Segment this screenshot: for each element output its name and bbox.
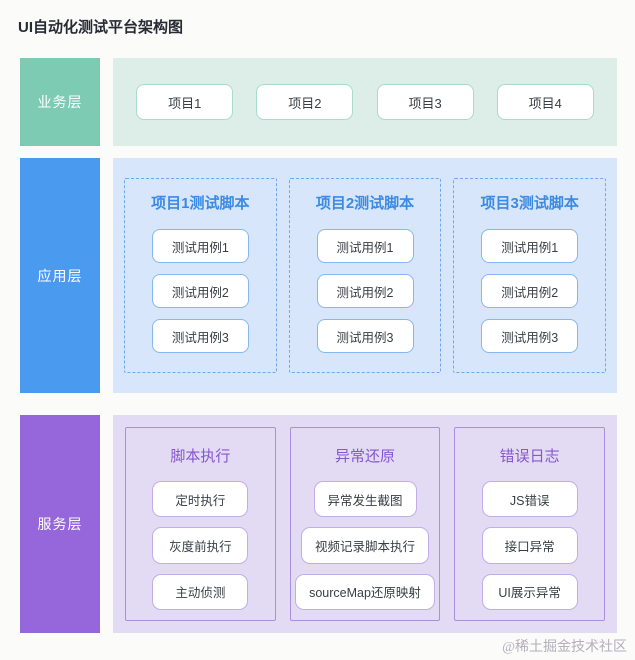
service-item-box: UI展示异常 <box>481 573 578 610</box>
project-box: 项目1 <box>136 84 234 120</box>
service-group: 错误日志 JS错误 接口异常 UI展示异常 <box>454 427 606 621</box>
layer-label-service: 服务层 <box>20 415 100 633</box>
layer-label-business: 业务层 <box>20 58 100 146</box>
business-band: 项目1 项目2 项目3 项目4 <box>113 58 617 146</box>
service-item-box: 视频记录脚本执行 <box>301 527 430 564</box>
service-band: 脚本执行 定时执行 灰度前执行 主动侦测 异常还原 异常发生截图 视频记录脚本执… <box>113 415 617 633</box>
test-case-box: 测试用例2 <box>316 274 414 308</box>
project-box: 项目3 <box>376 84 474 120</box>
service-group-title: 错误日志 <box>499 448 560 465</box>
watermark: @稀土掘金技术社区 <box>502 640 627 655</box>
test-case-box: 测试用例3 <box>151 319 249 353</box>
service-group: 脚本执行 定时执行 灰度前执行 主动侦测 <box>125 427 276 621</box>
test-script-group: 项目3测试脚本 测试用例1 测试用例2 测试用例3 <box>453 178 607 373</box>
test-case-box: 测试用例3 <box>316 319 414 353</box>
service-item-box: 定时执行 <box>152 481 249 518</box>
service-item-box: 灰度前执行 <box>152 527 249 564</box>
test-case-box: 测试用例1 <box>151 229 249 263</box>
test-case-box: 测试用例1 <box>481 229 579 263</box>
test-script-group-title: 项目3测试脚本 <box>480 195 579 212</box>
service-item-box: JS错误 <box>481 481 578 518</box>
layer-label-application: 应用层 <box>20 158 100 393</box>
test-script-group: 项目2测试脚本 测试用例1 测试用例2 测试用例3 <box>288 178 442 373</box>
page-title: UI自动化测试平台架构图 <box>18 19 184 36</box>
test-case-box: 测试用例3 <box>481 319 579 353</box>
test-script-group-title: 项目2测试脚本 <box>315 195 415 212</box>
service-group-title: 脚本执行 <box>170 448 231 465</box>
application-band: 项目1测试脚本 测试用例1 测试用例2 测试用例3 项目2测试脚本 测试用例1 … <box>113 158 617 393</box>
service-item-box: sourceMap还原映射 <box>295 573 435 610</box>
test-script-group-title: 项目1测试脚本 <box>151 195 250 212</box>
project-box: 项目2 <box>256 84 354 120</box>
service-item-box: 接口异常 <box>481 527 578 564</box>
service-group-title: 异常还原 <box>335 448 396 465</box>
test-script-group: 项目1测试脚本 测试用例1 测试用例2 测试用例3 <box>124 178 277 373</box>
test-case-box: 测试用例2 <box>481 274 579 308</box>
service-group: 异常还原 异常发生截图 视频记录脚本执行 sourceMap还原映射 <box>289 427 441 621</box>
test-case-box: 测试用例2 <box>151 274 249 308</box>
test-case-box: 测试用例1 <box>316 229 414 263</box>
project-box: 项目4 <box>496 84 594 120</box>
service-item-box: 主动侦测 <box>152 573 249 610</box>
service-item-box: 异常发生截图 <box>313 481 417 518</box>
